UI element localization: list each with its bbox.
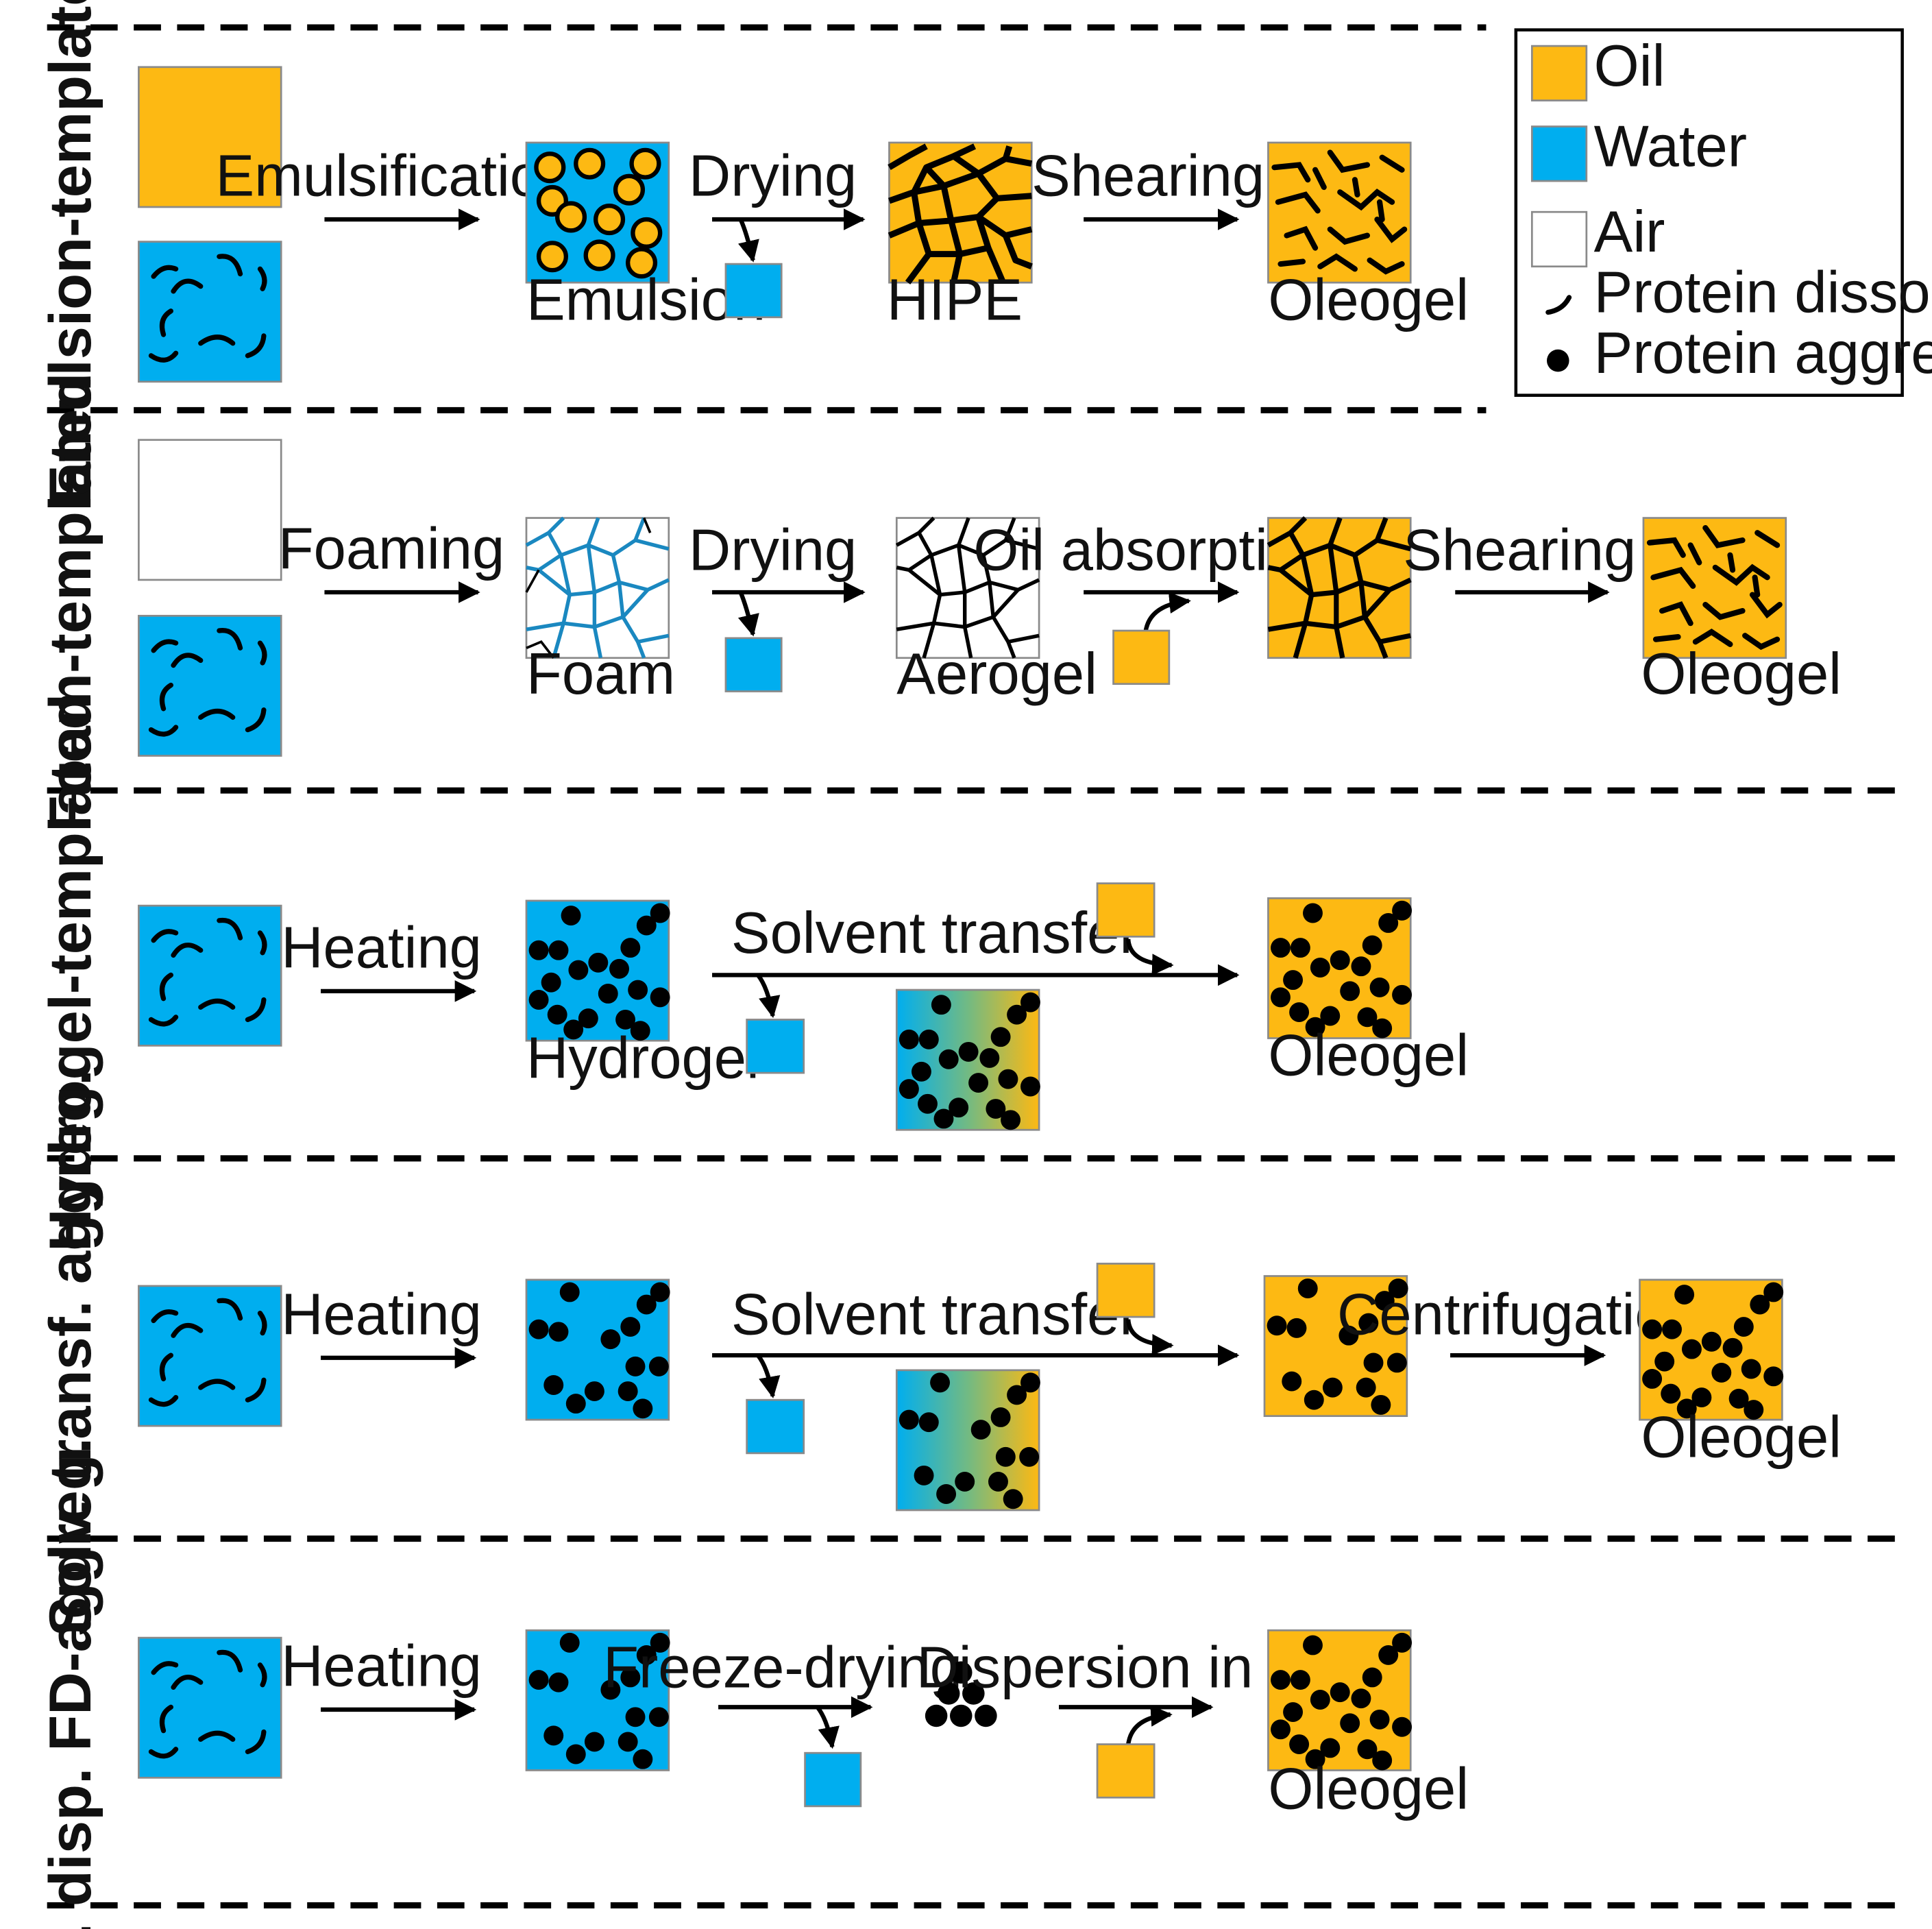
protein-solution-box-3 (138, 904, 282, 1047)
air-box (138, 439, 282, 581)
protein-aggregate-icon (1547, 349, 1569, 372)
protein-solution-box (138, 241, 282, 383)
oil-addition-arrow-3 (1126, 1319, 1174, 1356)
hipe-box (888, 141, 1033, 284)
oleogel-box-3 (1267, 897, 1413, 1039)
step-solvent-transfer-2: Solvent transfer (731, 1281, 1139, 1346)
removed-water-box-2 (724, 637, 783, 692)
aggregate-dispersion-box-1 (525, 1278, 670, 1421)
legend-oil-swatch (1530, 45, 1588, 101)
legend-oil-label: Oil (1594, 33, 1665, 98)
oil-addition-arrow-1 (1143, 592, 1191, 633)
oleogel-box-4 (1639, 1278, 1784, 1421)
added-oil-box-3 (1096, 1263, 1155, 1318)
emulsion-box (525, 141, 670, 284)
legend-protein-dissolved-label: Protein dissolved (1594, 260, 1932, 325)
aerogel-box (895, 516, 1040, 659)
step-emulsification: Emulsification (216, 143, 575, 208)
legend-water-label: Water (1594, 113, 1747, 178)
removed-water-box-1 (724, 263, 783, 319)
step-dispersion-in-oil: Dispersion in oil (916, 1634, 1327, 1699)
legend-air-swatch (1530, 210, 1588, 268)
step-shearing-2: Shearing (1403, 517, 1636, 582)
product-oleogel-3: Oleogel (1268, 1023, 1469, 1088)
row-label-direct-dispersion: Dir. disp. FD-aggreg. (37, 1437, 103, 1929)
added-oil-box-1 (1112, 629, 1171, 686)
water-removal-arrow-3 (756, 973, 781, 1019)
protein-powder-cluster (925, 1661, 997, 1727)
product-oleogel-5: Oleogel (1268, 1756, 1469, 1821)
protein-solution-box-4 (138, 1285, 282, 1427)
water-removal-arrow-2 (737, 591, 759, 637)
legend-water-swatch (1530, 125, 1588, 182)
protein-solution-box-5 (138, 1636, 282, 1779)
added-oil-box-2 (1096, 882, 1155, 938)
protein-dissolved-icon (1545, 295, 1572, 315)
step-drying-1: Drying (689, 143, 857, 208)
row-label-solvent-transfer-aggregation: Solv. transf. aggreg. (37, 1069, 103, 1636)
solvent-exchange-box-2 (895, 1369, 1040, 1512)
product-oleogel-2: Oleogel (1641, 641, 1842, 706)
product-foam: Foam (526, 641, 675, 706)
step-freeze-drying: Freeze-drying (603, 1634, 962, 1699)
step-solvent-transfer-1: Solvent transfer (731, 900, 1139, 965)
oleogel-box-1 (1267, 141, 1412, 284)
row-separators (47, 24, 1901, 1908)
row-label-hydrogel-templated: Hydrogel-templated (37, 694, 103, 1252)
water-removal-arrow-5 (816, 1706, 840, 1749)
step-heating-3: Heating (281, 1634, 482, 1699)
step-shearing-1: Shearing (1031, 143, 1264, 208)
step-foaming: Foaming (278, 516, 504, 581)
oil-filled-aerogel-box (1267, 516, 1412, 659)
product-aerogel: Aerogel (896, 641, 1097, 706)
solvent-exchange-box-1 (895, 988, 1040, 1131)
oil-aggregate-box (1263, 1275, 1408, 1418)
oil-addition-arrow-4 (1126, 1705, 1173, 1745)
water-removal-arrow-4 (756, 1354, 781, 1398)
aggregate-dispersion-box-2 (525, 1629, 670, 1771)
product-hipe: HIPE (887, 267, 1023, 332)
water-removal-arrow-1 (737, 218, 759, 263)
foam-box (525, 516, 670, 659)
removed-water-box-4 (746, 1398, 805, 1455)
step-heating-1: Heating (281, 915, 482, 980)
oleogel-box-5 (1267, 1629, 1413, 1771)
hydrogel-box (525, 899, 670, 1042)
legend: Oil Water Air Protein dissolved Protein … (1514, 28, 1932, 397)
oil-box (138, 66, 282, 208)
removed-water-box-5 (804, 1751, 862, 1808)
legend-air-label: Air (1594, 199, 1665, 264)
product-hydrogel: Hydrogel (526, 1025, 759, 1090)
row-label-emulsion-templated: Emulsion-templated (37, 0, 103, 505)
protein-solution-box-2 (138, 614, 282, 757)
step-drying-2: Drying (689, 517, 857, 582)
step-heating-2: Heating (281, 1281, 482, 1346)
oil-addition-arrow-2 (1126, 938, 1174, 975)
oleogel-box-2 (1642, 517, 1787, 659)
added-oil-box-4 (1096, 1743, 1155, 1799)
row-label-foam-templated: Foam-templated (37, 373, 103, 832)
product-oleogel-1: Oleogel (1268, 267, 1469, 332)
removed-water-box-3 (746, 1019, 805, 1074)
product-oleogel-4: Oleogel (1641, 1404, 1842, 1469)
legend-protein-aggregate-label: Protein aggregate (1594, 320, 1932, 385)
